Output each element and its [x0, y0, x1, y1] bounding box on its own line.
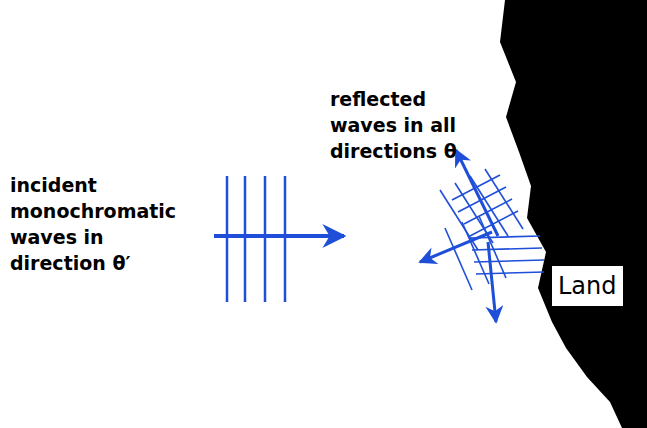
land-mass [500, 0, 647, 428]
land-label-box: Land [552, 266, 623, 306]
incident-label: incident monochromatic waves in directio… [10, 172, 170, 276]
reflected-arrows [420, 150, 498, 322]
incident-arrow [214, 234, 344, 238]
node-text: Land [558, 272, 617, 300]
reflected-label: reflected waves in all directions θ [330, 86, 470, 164]
incident-wave-crests [227, 176, 285, 302]
